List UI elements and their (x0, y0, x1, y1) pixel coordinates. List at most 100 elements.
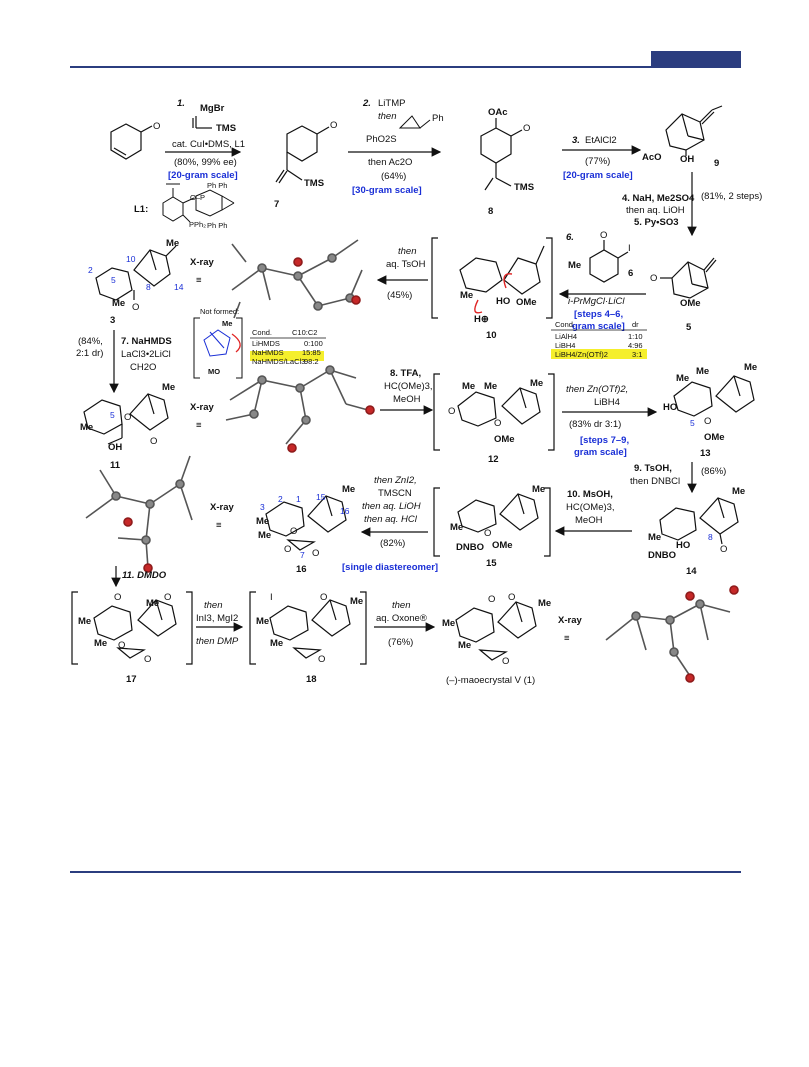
maoecrystal-structure (455, 601, 537, 661)
c13-ome: OMe (704, 432, 725, 443)
c7-o: O (330, 120, 337, 131)
ligand-ph-top: Ph Ph (207, 181, 227, 190)
step2-aux: PhO2S (366, 134, 397, 145)
step2-scale: [30-gram scale] (352, 185, 422, 196)
curved-arrows (474, 273, 513, 314)
table2-h2: dr (632, 320, 639, 329)
compound-12-structure (433, 373, 555, 451)
step1-tms: TMS (216, 123, 236, 134)
compound-8-structure (480, 118, 523, 191)
xray-label-2: X-ray (190, 402, 214, 413)
label-compound-5: 5 (686, 322, 692, 333)
nf-mo: MO (208, 367, 220, 376)
c18-me3: Me (270, 638, 283, 649)
xray-structure-maoecrystal (605, 585, 739, 683)
c14-n8: 8 (708, 532, 713, 542)
nf-me: Me (222, 319, 232, 328)
c16-me: Me (342, 484, 355, 495)
c14-me: Me (732, 486, 745, 497)
c3-me: Me (166, 238, 179, 249)
label-compound-3: 3 (110, 315, 115, 326)
ligand-label: L1: (134, 204, 148, 215)
step1-scale: [20-gram scale] (168, 170, 238, 181)
c17-me2: Me (94, 638, 107, 649)
table2-r1c0: LiBH4 (555, 341, 575, 350)
zn-yield: (82%) (380, 538, 405, 549)
compound-18-structure (249, 591, 367, 665)
header-tab (651, 51, 741, 66)
c17-o4: O (144, 654, 151, 665)
c11-o: O (124, 412, 131, 423)
ligand-ph-bottom: Ph Ph (207, 221, 227, 230)
c17-o3: O (118, 640, 125, 651)
table1-r1c0: NaHMDS (252, 348, 284, 357)
xray-label-3: X-ray (210, 502, 234, 513)
c17-o2: O (164, 592, 171, 603)
c16-me2: Me (256, 516, 269, 527)
table1-r1c1: 15:85 (302, 348, 321, 357)
c12-me2: Me (484, 381, 497, 392)
c16-n7: 7 (300, 550, 305, 560)
step1-cond: cat. CuI•DMS, L1 (172, 139, 245, 150)
step6-scale2: gram scale] (572, 321, 625, 332)
label-compound-12: 12 (488, 454, 499, 465)
c16-n1: 1 (296, 494, 301, 504)
compound-17-structure (71, 591, 193, 665)
c3-n5: 5 (111, 275, 116, 285)
xray-structure-11 (225, 365, 375, 453)
ligand-pph2: PPh₂ (189, 220, 206, 229)
c3-n14: 14 (174, 282, 184, 292)
compound-11-structure (83, 393, 169, 445)
tsoh-line1: then (398, 246, 417, 257)
equiv-2: ≡ (196, 420, 202, 431)
c6-o: O (600, 230, 607, 241)
c16-me3: Me (258, 530, 271, 541)
step11-label: 11. DMDO (122, 570, 167, 581)
compound-14-structure (659, 497, 739, 545)
c18-i: I (270, 592, 273, 603)
c12-o: O (448, 406, 455, 417)
c11-o2: O (150, 436, 157, 447)
equiv-4: ≡ (564, 633, 570, 644)
c18-me: Me (350, 596, 363, 607)
top-rule (70, 66, 741, 68)
step9-line2: then DNBCl (630, 476, 680, 487)
mv-o3: O (502, 656, 509, 667)
label-compound-11: 11 (110, 460, 121, 471)
table2-r2c0: LiBH4/Zn(OTf)2 (555, 350, 608, 359)
label-compound-16: 16 (296, 564, 307, 575)
step7-line2: LaCl3•2LiCl (121, 349, 171, 360)
label-compound-10: 10 (486, 330, 497, 341)
step7-yield1: (84%, (78, 336, 103, 347)
table2-r0c1: 1:10 (628, 332, 643, 341)
step2-yield: (64%) (381, 171, 406, 182)
c6-i: I (628, 243, 631, 254)
step6-scale1: [steps 4–6, (574, 309, 623, 320)
zn-line1: then ZnI2, (374, 475, 417, 486)
step2-num: 2. (362, 98, 371, 109)
c15-dnbo: DNBO (456, 542, 484, 553)
step8-line1: 8. TFA, (390, 368, 421, 379)
step8-line2: HC(OMe)3, (384, 381, 433, 392)
c8-o: O (523, 123, 530, 134)
label-compound-15: 15 (486, 558, 497, 569)
c13-me2: Me (696, 366, 709, 377)
ligand-o-p: O–P (190, 193, 205, 202)
c14-me2: Me (648, 532, 661, 543)
table1-r0c0: LiHMDS (252, 339, 280, 348)
c11-me: Me (162, 382, 175, 393)
mv-o2: O (508, 592, 515, 603)
c12-ome: OMe (494, 434, 515, 445)
c13-o: O (704, 416, 711, 427)
xray-structure-16 (85, 455, 193, 573)
compound-15-structure (433, 487, 551, 557)
c9-aco: AcO (642, 152, 662, 163)
step7-yield2: 2:1 dr) (76, 348, 103, 359)
label-compound-6: 6 (628, 268, 633, 279)
label-compound-14: 14 (686, 566, 697, 577)
c16-n16: 16 (340, 506, 350, 516)
label-compound-17: 17 (126, 674, 137, 685)
c3-n8: 8 (146, 282, 151, 292)
c18-o2: O (318, 654, 325, 665)
